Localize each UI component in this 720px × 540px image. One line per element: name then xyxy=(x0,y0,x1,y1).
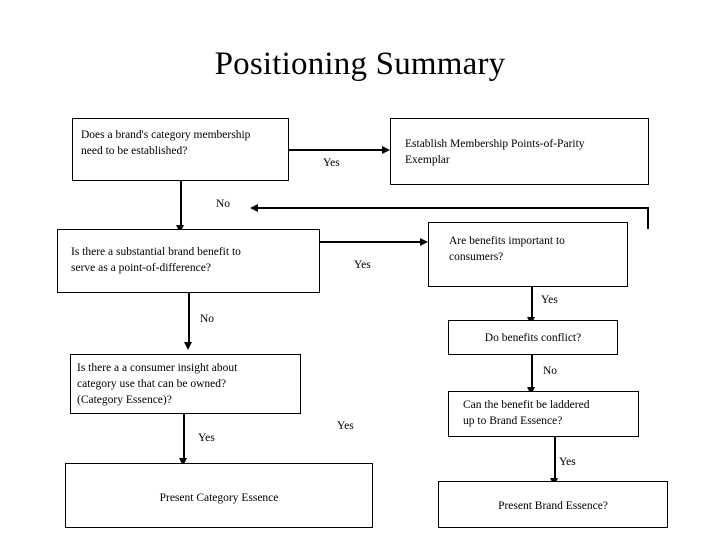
node-present-category-essence-text: Present Category Essence xyxy=(159,492,279,504)
node-category-membership[interactable]: Does a brand's category membership need … xyxy=(72,118,289,181)
node-laddered-brand-essence-text: Can the benefit be laddered up to Brand … xyxy=(463,399,590,427)
edge-benefit-no-line xyxy=(188,293,190,343)
edge-membership-yes-arrowhead xyxy=(382,145,390,154)
node-benefits-conflict[interactable]: Do benefits conflict? xyxy=(448,320,618,355)
edge-feedback-riser xyxy=(647,207,649,229)
edge-important-yes-line xyxy=(531,287,533,318)
edge-label-membership-no: No xyxy=(216,198,231,210)
node-consumer-insight[interactable]: Is there a a consumer insight about cate… xyxy=(70,354,301,414)
edge-label-conflict-no: No xyxy=(543,365,558,377)
edge-membership-yes-line xyxy=(289,149,382,151)
edge-label-membership-yes: Yes xyxy=(323,157,340,169)
node-laddered-brand-essence[interactable]: Can the benefit be laddered up to Brand … xyxy=(448,391,639,437)
node-benefits-conflict-text: Do benefits conflict? xyxy=(484,332,582,344)
edge-label-important-yes: Yes xyxy=(541,294,558,306)
edge-label-benefit-yes: Yes xyxy=(354,259,371,271)
edge-insight-yes-arrowhead xyxy=(178,458,187,466)
node-consumer-insight-text: Is there a a consumer insight about cate… xyxy=(77,362,238,406)
edge-label-benefit-no: No xyxy=(200,313,215,325)
edge-benefit-no-arrowhead xyxy=(183,342,192,350)
edge-insight-yes-line xyxy=(183,414,185,459)
edge-membership-no-line xyxy=(180,181,182,226)
node-membership-pop-exemplar[interactable]: Establish Membership Points-of-Parity Ex… xyxy=(390,118,649,185)
edge-feedback-top-line xyxy=(258,207,649,209)
node-present-brand-essence[interactable]: Present Brand Essence? xyxy=(438,481,668,528)
node-benefits-important[interactable]: Are benefits important to consumers? xyxy=(428,222,628,287)
edge-label-laddered-yes-right: Yes xyxy=(559,456,576,468)
page-title: Positioning Summary xyxy=(214,46,506,82)
node-brand-benefit[interactable]: Is there a substantial brand benefit to … xyxy=(57,229,320,293)
node-present-category-essence[interactable]: Present Category Essence xyxy=(65,463,373,528)
node-present-brand-essence-text: Present Brand Essence? xyxy=(498,500,608,512)
node-benefits-important-text: Are benefits important to consumers? xyxy=(449,235,565,263)
edge-label-laddered-yes-left: Yes xyxy=(337,420,354,432)
node-brand-benefit-text: Is there a substantial brand benefit to … xyxy=(71,246,241,274)
edge-benefit-yes-line xyxy=(320,241,420,243)
edge-laddered-yes-line xyxy=(554,437,556,479)
edge-conflict-no-line xyxy=(531,355,533,388)
edge-feedback-arrowhead xyxy=(250,203,258,212)
edge-label-insight-yes: Yes xyxy=(198,432,215,444)
node-category-membership-text: Does a brand's category membership need … xyxy=(81,129,251,157)
node-membership-pop-exemplar-text: Establish Membership Points-of-Parity Ex… xyxy=(405,138,585,166)
edge-benefit-yes-arrowhead xyxy=(420,237,428,246)
